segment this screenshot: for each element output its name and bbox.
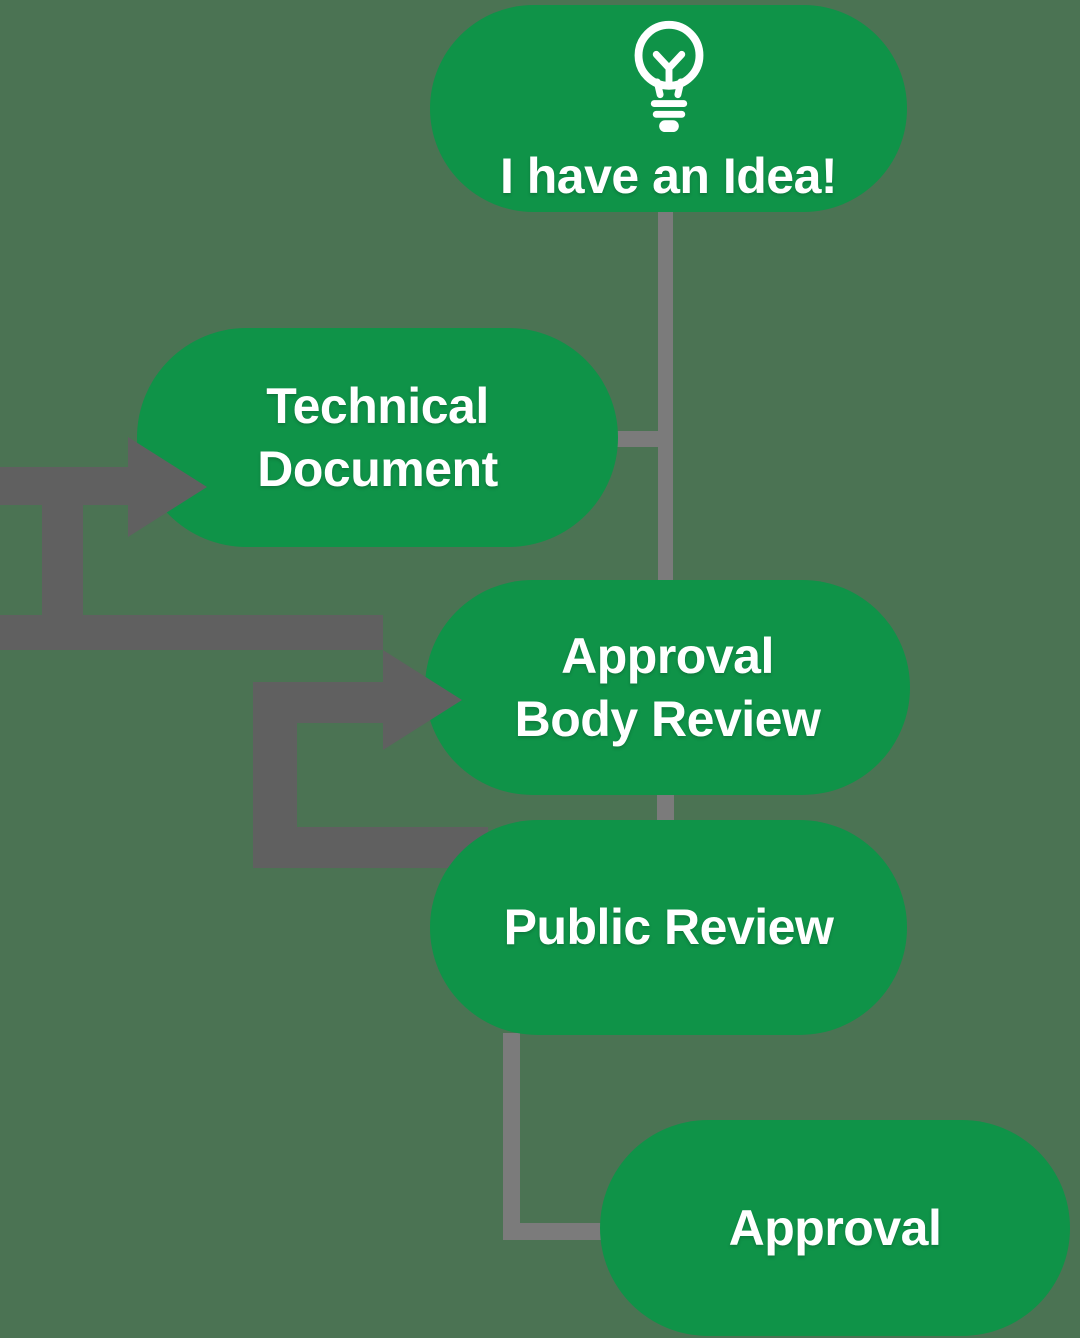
node-approval: Approval [600, 1120, 1070, 1336]
lightbulb-icon [634, 20, 703, 133]
node-approval-label: Approval [728, 1199, 942, 1256]
node-idea-label: I have an Idea! [499, 148, 838, 204]
connector-idea-to-approval-body-review [658, 210, 673, 582]
node-technical-document-label-line1: Technical [266, 377, 489, 434]
node-technical-document-label-line2: Document [257, 440, 498, 497]
loop-approval-body-review-return-line [253, 827, 488, 868]
connector-branch-to-technical-document [614, 431, 660, 447]
node-idea: I have an Idea! [430, 5, 907, 212]
node-public-review-label: Public Review [503, 899, 834, 955]
connector-public-review-to-approval-horizontal [503, 1223, 603, 1240]
node-approval-body-review-label-line1: Approval [561, 627, 774, 684]
arrowhead-into-technical-document-icon [128, 437, 207, 537]
arrowhead-into-approval-body-review-icon [383, 650, 462, 750]
node-approval-body-review: Approval Body Review [425, 580, 910, 795]
node-technical-document: Technical Document [137, 328, 618, 547]
connector-public-review-to-approval-vertical [503, 1033, 520, 1240]
loop-technical-document-return-line [0, 615, 383, 650]
node-public-review: Public Review [430, 820, 907, 1035]
node-approval-body-review-label-line2: Body Review [514, 690, 821, 747]
connector-approval-body-review-to-public-review [657, 793, 674, 822]
